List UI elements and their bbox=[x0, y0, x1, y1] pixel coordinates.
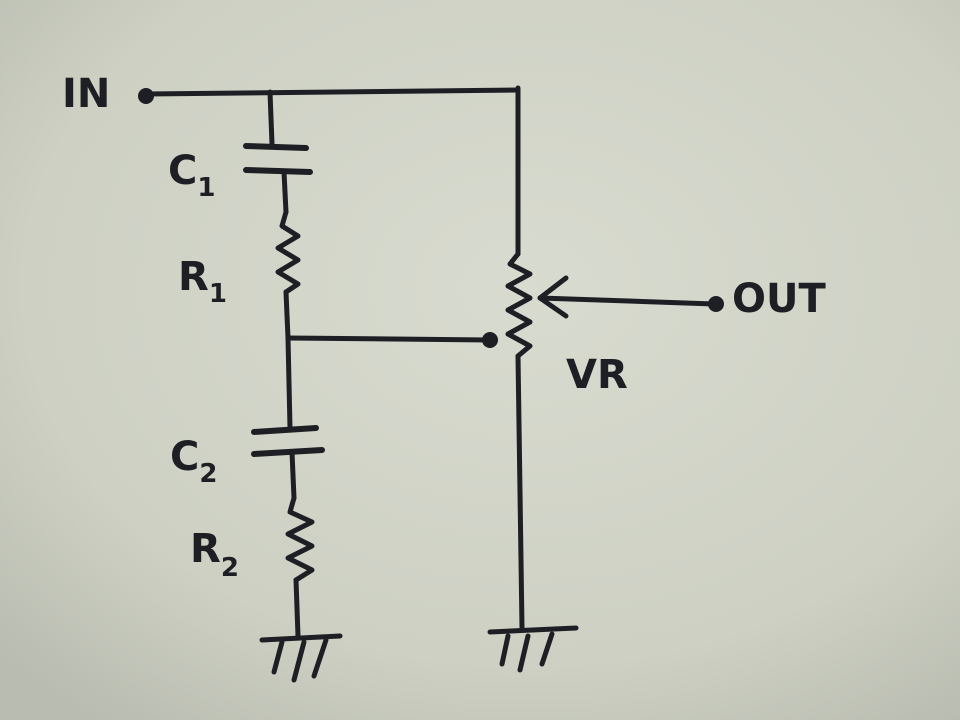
ground-right-icon bbox=[487, 625, 579, 673]
c2-label-letter: C bbox=[170, 434, 199, 480]
c2-label-subscript: 2 bbox=[199, 459, 217, 489]
r2-label-letter: R bbox=[190, 526, 221, 572]
c1-lead-top bbox=[267, 89, 275, 147]
input-label: IN bbox=[62, 71, 110, 117]
c2-lead-top bbox=[285, 335, 293, 431]
c1-lead-bottom bbox=[281, 169, 289, 215]
c1-label-subscript: 1 bbox=[197, 173, 215, 203]
r2-label-subscript: 2 bbox=[221, 553, 239, 583]
c1-label: C1 bbox=[168, 148, 215, 203]
top-rail-wire bbox=[143, 87, 521, 97]
c2-plate-bottom bbox=[251, 447, 325, 457]
wiper-wire bbox=[537, 295, 717, 307]
c2-lead-bottom bbox=[289, 449, 297, 501]
r1-resistor bbox=[275, 209, 301, 295]
c2-label: C2 bbox=[170, 434, 217, 489]
vr-potentiometer bbox=[505, 251, 533, 359]
c1-plate-bottom bbox=[243, 167, 313, 175]
output-label: OUT bbox=[732, 276, 826, 322]
r1-lead-bottom bbox=[283, 289, 291, 341]
output-terminal-dot bbox=[708, 296, 724, 312]
wiper-arrowhead-icon bbox=[537, 275, 569, 319]
ground-left-icon bbox=[259, 633, 343, 683]
r1-label-subscript: 1 bbox=[209, 279, 227, 309]
r1-label-letter: R bbox=[178, 254, 209, 300]
r2-resistor bbox=[285, 495, 315, 583]
c1-label-letter: C bbox=[168, 148, 197, 194]
r2-label: R2 bbox=[190, 526, 239, 583]
junction-to-vr-wire bbox=[285, 335, 493, 343]
vr-terminal-dot bbox=[482, 332, 498, 348]
vr-label: VR bbox=[566, 352, 628, 398]
vr-lead-bottom bbox=[515, 353, 525, 631]
c1-plate-top bbox=[243, 143, 309, 151]
r2-lead-bottom bbox=[293, 577, 301, 639]
r1-label: R1 bbox=[178, 254, 227, 309]
c2-plate-top bbox=[251, 425, 319, 435]
